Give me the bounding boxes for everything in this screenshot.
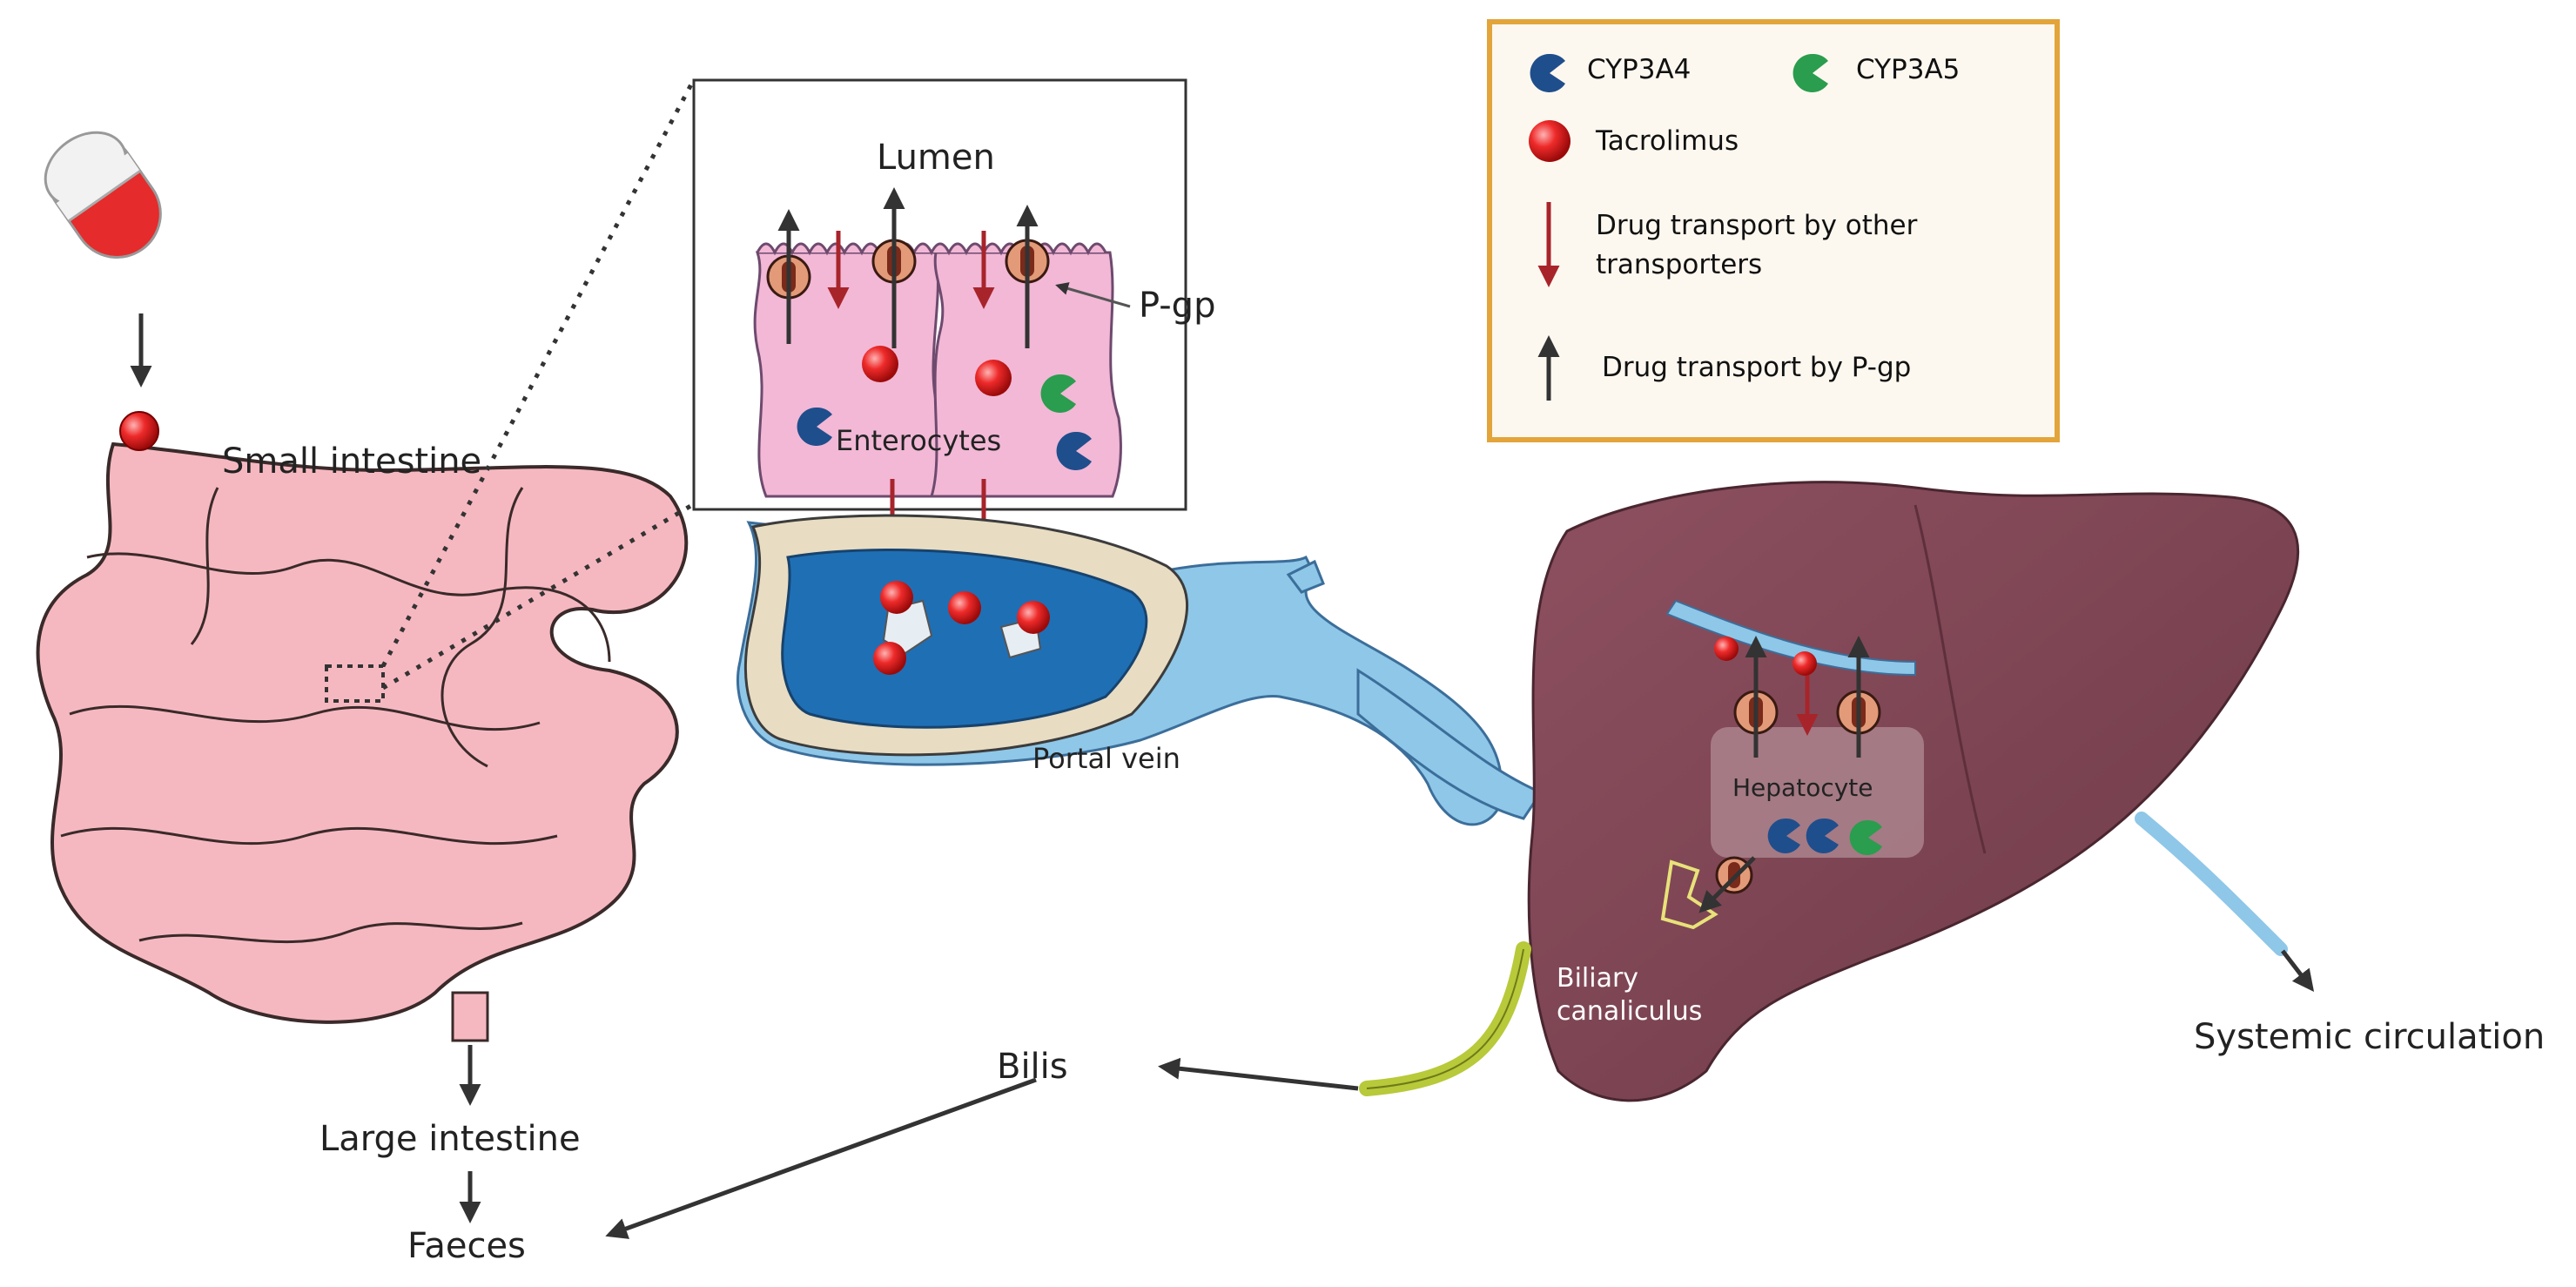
enterocytes-label: Enterocytes	[836, 424, 1002, 457]
systemic-vein	[2135, 812, 2288, 956]
tacrolimus-molecule	[1792, 651, 1817, 676]
biliary-canaliculus-icon	[1660, 859, 1718, 930]
legend-cyp3a4-label: CYP3A4	[1587, 54, 1692, 85]
tacrolimus-molecule	[873, 642, 906, 675]
cyp3a4-enzyme-icon	[1767, 818, 1800, 853]
tacrolimus-molecule	[862, 346, 898, 382]
zoom-region-marker	[325, 664, 385, 703]
hepatocyte-label: Hepatocyte	[1732, 773, 1873, 802]
tacrolimus-on-intestine	[119, 411, 159, 451]
portal-vein-label: Portal vein	[1032, 742, 1180, 775]
tacrolimus-molecule	[1017, 601, 1050, 634]
pgp-efflux-arrow	[1698, 856, 1756, 913]
cyp3a5-legend-icon	[1792, 53, 1828, 92]
legend-other-transport-label: Drug transport by other transporters	[1596, 210, 1918, 280]
cyp3a4-enzyme-icon	[797, 407, 832, 446]
portal-vein-illustration	[736, 514, 1503, 826]
legend-tacrolimus-label: Tacrolimus	[1596, 125, 1739, 157]
cyp3a4-legend-icon	[1530, 53, 1565, 92]
legend-cyp3a5-label: CYP3A5	[1856, 54, 1961, 85]
legend-pgp-transport-label: Drug transport by P-gp	[1602, 352, 1912, 383]
tacrolimus-molecule	[948, 591, 981, 624]
cyp3a5-enzyme-icon	[1849, 819, 1882, 855]
capsule-pill-icon	[44, 131, 162, 259]
tacrolimus-molecule	[975, 360, 1012, 396]
pgp-label: P-gp	[1139, 286, 1216, 326]
small-intestine-label: Small intestine	[222, 441, 482, 482]
arrow-to-bilis	[1158, 1057, 1359, 1091]
systemic-circulation-label: Systemic circulation	[2194, 1017, 2546, 1057]
tacrolimus-legend-icon	[1529, 120, 1570, 162]
arrow-bilis-to-faeces	[605, 1077, 1037, 1239]
legend-box	[1487, 19, 2060, 442]
lumen-label: Lumen	[877, 138, 995, 178]
faeces-label: Faeces	[407, 1226, 526, 1266]
pgp-pointer	[1055, 282, 1131, 308]
cyp3a5-enzyme-icon	[1040, 374, 1076, 413]
arrow-to-systemic-circulation	[2281, 949, 2315, 992]
zoom-line-upper	[380, 81, 695, 668]
bilis-label: Bilis	[997, 1047, 1068, 1087]
cyp3a4-enzyme-icon	[1806, 818, 1839, 853]
tacrolimus-molecule	[1714, 637, 1739, 661]
small-intestine-illustration	[36, 441, 689, 1042]
portal-vein-to-liver	[1356, 668, 1544, 820]
tacrolimus-molecule	[880, 581, 913, 614]
cyp3a4-enzyme-icon	[1056, 431, 1092, 470]
biliary-canaliculus-label: Biliary canaliculus	[1557, 963, 1703, 1027]
large-intestine-label: Large intestine	[319, 1119, 581, 1159]
bile-duct	[1359, 941, 1531, 1096]
